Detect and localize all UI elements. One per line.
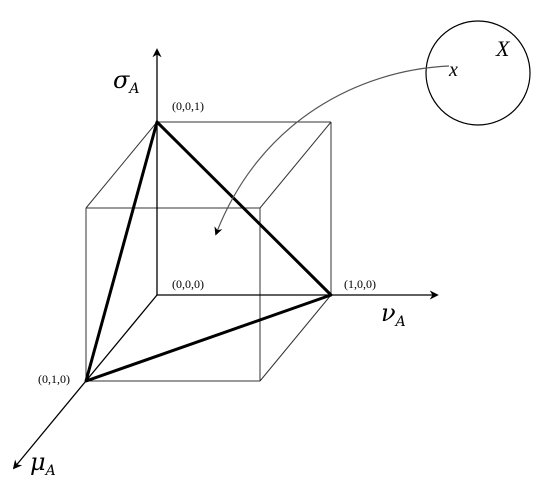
vertex-label-origin: (0,0,0) — [172, 277, 204, 291]
vertex-label-nu: (1,0,0) — [344, 277, 376, 291]
axes — [12, 48, 439, 470]
cube-edge-top-right-diag — [259, 121, 332, 209]
cube-edge-bottom-right-diag — [259, 294, 332, 382]
universe-set-label: X — [495, 36, 511, 61]
element-label: x — [448, 59, 458, 81]
nu-axis-label: νA — [381, 299, 406, 330]
vertex-label-mu: (0,1,0) — [38, 372, 70, 386]
cube-edge-top-left-diag — [85, 121, 158, 209]
mu-axis-label: μA — [30, 448, 56, 479]
mapping-arrow — [214, 65, 450, 236]
vertex-label-sigma: (0,0,1) — [172, 99, 204, 113]
universe-set-circle — [425, 20, 531, 126]
sigma-axis-label: σA — [113, 66, 140, 97]
membership-triangle — [84, 120, 333, 383]
